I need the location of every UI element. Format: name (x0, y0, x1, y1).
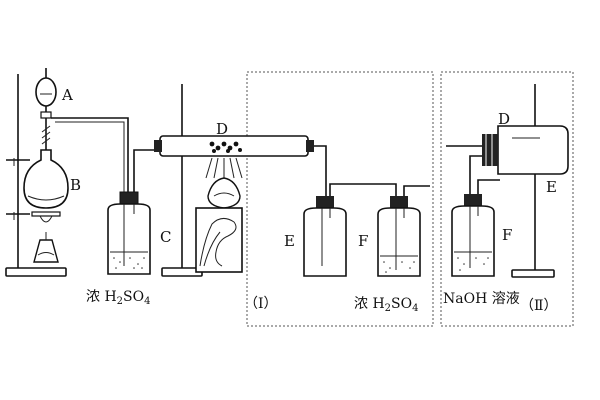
label-a: A (61, 86, 73, 104)
separatory-funnel-a (35, 68, 57, 150)
combustion-tube-d (154, 135, 314, 157)
caption-box-1: （Ⅰ） (244, 296, 278, 312)
flame-under-d (205, 157, 243, 179)
label-e-1: E (284, 232, 295, 250)
tube-d-to-f-2 (469, 155, 482, 194)
middle-stand (161, 84, 203, 277)
tube-d-to-e (314, 145, 327, 196)
caption-box-2: （Ⅱ） (520, 298, 558, 314)
bottle-f-1 (377, 196, 421, 277)
bottle-f-2 (451, 194, 495, 277)
bottle-e-1 (303, 196, 347, 277)
label-f-1: F (358, 232, 368, 250)
dashed-box-1 (246, 71, 434, 327)
tube-f2-out (477, 179, 500, 194)
dashed-box-2 (440, 71, 574, 327)
caption-conc-h2so4-left: 浓 H2SO4 (86, 289, 151, 307)
tube-e-to-f (329, 183, 397, 196)
vessel-d-2 (482, 125, 569, 175)
burner-b (31, 211, 61, 263)
label-f-2: F (502, 226, 512, 244)
wash-bottle-c (107, 191, 151, 275)
label-d-1: D (216, 120, 228, 138)
alcohol-lamp (195, 177, 243, 273)
label-c: C (160, 228, 171, 246)
stand-e-2 (511, 84, 555, 278)
left-stand (5, 74, 67, 277)
label-d-2: D (498, 110, 510, 128)
tube-f-out (403, 185, 430, 196)
label-b: B (70, 176, 81, 194)
label-e-2: E (546, 178, 557, 196)
tube-c-to-d (133, 149, 160, 192)
tube-b-to-c-inner (55, 121, 125, 192)
caption-naoh-solution: NaOH 溶液 (443, 291, 520, 307)
round-flask-b (23, 149, 69, 209)
tube-b-to-c (51, 117, 129, 192)
caption-conc-h2so4-right: 浓 H2SO4 (354, 296, 419, 314)
